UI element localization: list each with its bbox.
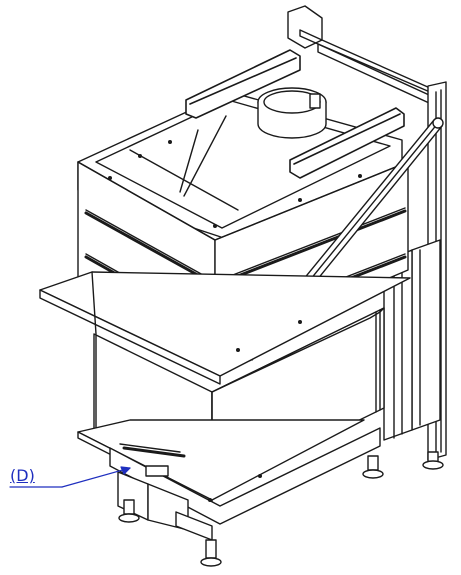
- levelling-feet: [118, 451, 444, 567]
- rear-frame: [287, 5, 447, 461]
- lifting-handles: [185, 49, 405, 179]
- flange-plate: [39, 271, 411, 385]
- base-plate: [77, 419, 381, 541]
- flue-collar: [257, 87, 327, 139]
- bolt-markers: [108, 140, 362, 502]
- callout-label-d: (D): [10, 466, 35, 485]
- callout-leader: [9, 466, 131, 488]
